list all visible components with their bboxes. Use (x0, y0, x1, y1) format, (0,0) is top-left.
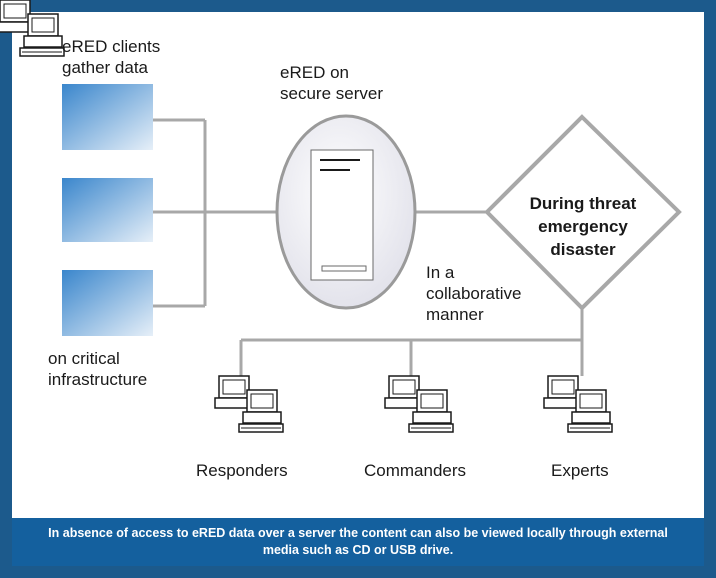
server-icon (310, 149, 374, 281)
client-box-3 (62, 270, 153, 336)
footer-note-text: In absence of access to eRED data over a… (48, 526, 668, 557)
clients-label: eRED clients gather data (62, 37, 161, 77)
connectors (153, 118, 584, 376)
client-box-2 (62, 178, 153, 242)
endpoint-experts-label: Experts (551, 461, 609, 480)
threat-diamond (484, 114, 682, 311)
server-label: eRED on secure server (280, 63, 383, 103)
experts-workstation-icon (543, 375, 613, 433)
collaborative-label: In a collaborative manner (426, 263, 522, 324)
responders-workstation-icon (214, 375, 284, 433)
threat-label: During threat emergency disaster (529, 194, 637, 259)
footer-note-bar: In absence of access to eRED data over a… (12, 518, 704, 566)
infrastructure-label: on critical infrastructure (48, 349, 148, 389)
endpoint-responders-label: Responders (196, 461, 288, 480)
workstation-icon (0, 0, 65, 57)
client-box-1 (62, 84, 153, 150)
commanders-workstation-icon (384, 375, 454, 433)
endpoint-commanders-label: Commanders (364, 461, 467, 480)
